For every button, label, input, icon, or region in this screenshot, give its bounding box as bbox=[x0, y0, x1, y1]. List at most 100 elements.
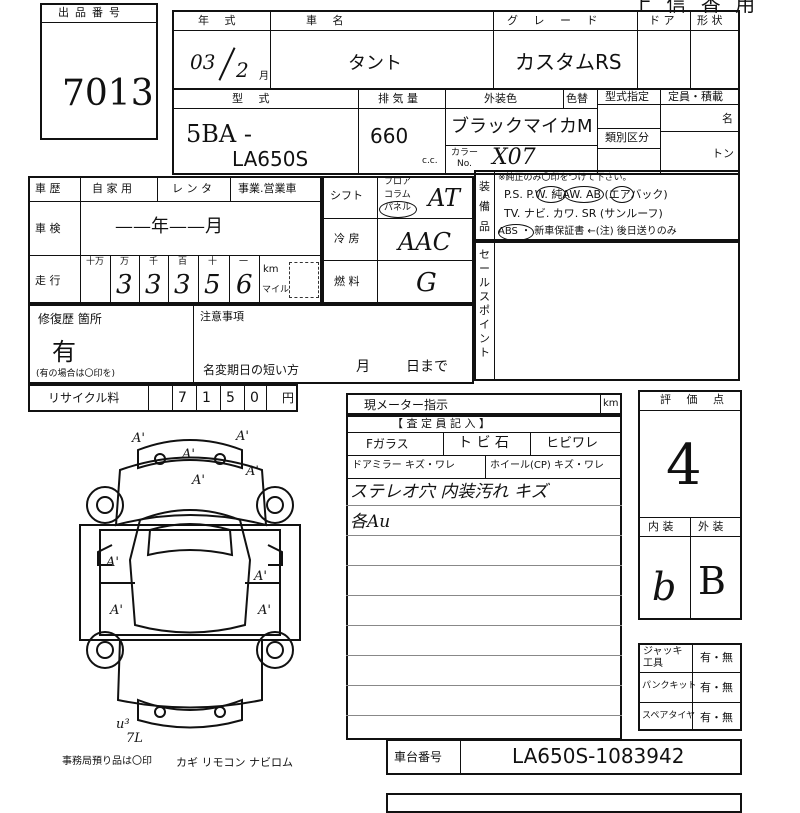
mileage-unit: 十万 bbox=[86, 257, 105, 267]
recycle-digit: 5 bbox=[226, 390, 235, 406]
deadline-month: 月 bbox=[356, 359, 370, 375]
recycle-digit: 0 bbox=[250, 390, 259, 406]
damage-mark-a1: A' bbox=[191, 473, 205, 488]
cc-unit: c.c. bbox=[422, 156, 438, 166]
mileage-digit: 6 bbox=[236, 270, 253, 300]
damage-mark-a1: A' bbox=[109, 603, 123, 618]
chassis-label: 車台番号 bbox=[394, 750, 443, 764]
mileage-unit: 一 bbox=[239, 257, 249, 267]
mileage-unit: 万 bbox=[120, 257, 130, 267]
damage-mark-a1: A' bbox=[257, 603, 271, 618]
damage-mark-7l: 7L bbox=[126, 731, 143, 746]
recycle-label: リサイクル料 bbox=[48, 391, 120, 405]
repair-value: 有 bbox=[52, 338, 76, 366]
damage-mark-a1: A' bbox=[131, 431, 145, 446]
evaluation-score: 4 bbox=[666, 433, 702, 498]
shift-option-floor: フロア bbox=[384, 177, 412, 187]
recycle-unit: 円 bbox=[282, 391, 295, 405]
equipment-line2: TV. ナビ. カワ. SR (サンルーフ) bbox=[504, 207, 663, 220]
mileage-unit: 百 bbox=[178, 257, 188, 267]
equipment-note: ※純正のみ〇印をつけて下さい。 bbox=[498, 173, 632, 183]
inspector-line1: ステレオ穴 内装汚れ キズ bbox=[350, 482, 548, 502]
capacity-unit-ton: トン bbox=[712, 147, 734, 160]
mileage-digit: 3 bbox=[145, 270, 162, 300]
fuel-label: 燃 料 bbox=[334, 275, 360, 288]
year-label: 年 式 bbox=[198, 14, 242, 27]
deadline-day: 日まで bbox=[406, 359, 448, 375]
model-prefix: 5BA - bbox=[186, 120, 252, 148]
mileage-unit: 千 bbox=[149, 257, 159, 267]
damage-mark-a1: A' bbox=[245, 464, 259, 479]
crack-label: ヒビワレ bbox=[546, 436, 599, 451]
puncture-label: パンクキット bbox=[642, 681, 697, 691]
month-value: 2 bbox=[236, 58, 249, 82]
damage-mark-a1: A' bbox=[253, 569, 267, 584]
specs-grid bbox=[322, 176, 474, 304]
color-no-label: 色替 bbox=[566, 92, 588, 105]
recycle-digit: 7 bbox=[178, 390, 187, 406]
damage-mark-u3: u³ bbox=[116, 717, 130, 732]
equipment-label: 装備品 bbox=[479, 180, 490, 233]
sales-points-label: セールスポイント bbox=[479, 248, 490, 359]
inspector-header: 【 査 定 員 記 入 】 bbox=[392, 417, 490, 430]
office-items-list: カギ リモコン ナビロム bbox=[176, 756, 293, 769]
color-code-label: カラー bbox=[451, 148, 479, 158]
model-value: LA650S bbox=[232, 147, 309, 171]
ac-value: AAC bbox=[398, 228, 452, 256]
chassis-value: LA650S-1083942 bbox=[512, 744, 685, 768]
exterior-label: 外 装 bbox=[698, 520, 724, 533]
mirror-label: ドアミラー キズ・ワレ bbox=[352, 460, 455, 471]
color-code-no: No. bbox=[457, 159, 472, 169]
history-label: 車 歴 bbox=[35, 182, 61, 195]
repair-label: 修復歴 箇所 bbox=[38, 312, 102, 326]
mileage-km: km bbox=[263, 264, 279, 275]
displacement-label: 排 気 量 bbox=[378, 92, 418, 105]
grade-value: カスタムRS bbox=[515, 50, 622, 74]
evaluation-label: 評 価 点 bbox=[660, 393, 730, 406]
exterior-color-label: 外装色 bbox=[484, 92, 517, 105]
puncture-yes-no: 有・無 bbox=[700, 681, 733, 694]
meter-label: 現メーター指示 bbox=[364, 398, 449, 412]
name-value: タント bbox=[348, 53, 402, 74]
year-value: 03 bbox=[190, 50, 216, 74]
f-glass-label: Fガラス bbox=[366, 437, 409, 451]
damage-mark-a1: A' bbox=[235, 429, 249, 444]
inspection-value: ——年——月 bbox=[115, 216, 223, 237]
recycle-box bbox=[28, 384, 298, 412]
inspection-label: 車 検 bbox=[35, 222, 61, 235]
damage-mark-a1: A' bbox=[105, 555, 119, 570]
shape-label: 形 状 bbox=[697, 14, 723, 27]
door-label: ド ア bbox=[649, 14, 675, 27]
meter-box bbox=[346, 393, 622, 415]
damage-mark-a1: A' bbox=[181, 447, 195, 462]
spare-label: スペアタイヤ bbox=[642, 711, 696, 721]
model-label: 型 式 bbox=[232, 92, 276, 105]
exterior-color-value: ブラックマイカM bbox=[451, 116, 593, 137]
capacity-unit-people: 名 bbox=[722, 112, 733, 125]
month-unit: 月 bbox=[259, 71, 269, 82]
mileage-label: 走 行 bbox=[35, 274, 61, 287]
shift-option-column: コラム bbox=[384, 190, 411, 200]
repair-note: (有の場合は〇印を) bbox=[36, 369, 116, 379]
recycle-digit: 1 bbox=[202, 390, 211, 406]
shift-value: AT bbox=[428, 184, 461, 212]
sales-points-box bbox=[474, 241, 740, 381]
mileage-digit: 3 bbox=[116, 270, 133, 300]
lot-number-box bbox=[40, 3, 158, 140]
equipment-line3: ABS ・ 新車保証書 ←(注) 後日送りのみ bbox=[498, 226, 677, 237]
fuel-value: G bbox=[416, 268, 437, 298]
office-items-label: 事務局預り品は〇印 bbox=[62, 756, 152, 767]
jack-yes-no: 有・無 bbox=[700, 651, 733, 664]
displacement-value: 660 bbox=[370, 124, 409, 148]
name-label: 車 名 bbox=[306, 14, 350, 27]
jack-label: ジャッキ工具 bbox=[643, 646, 683, 669]
mileage-digit: 3 bbox=[174, 270, 191, 300]
interior-label: 内 装 bbox=[648, 520, 674, 533]
grade-label: グ レ ー ド bbox=[507, 14, 604, 27]
wheel-label: ホイール(CP) キズ・ワレ bbox=[490, 460, 604, 471]
equipment-box bbox=[474, 170, 740, 241]
meter-unit: km bbox=[603, 398, 619, 409]
lot-number-value: 7013 bbox=[62, 73, 154, 114]
tobi-label: ト ビ 石 bbox=[458, 435, 509, 451]
color-code-value: X07 bbox=[492, 145, 536, 170]
